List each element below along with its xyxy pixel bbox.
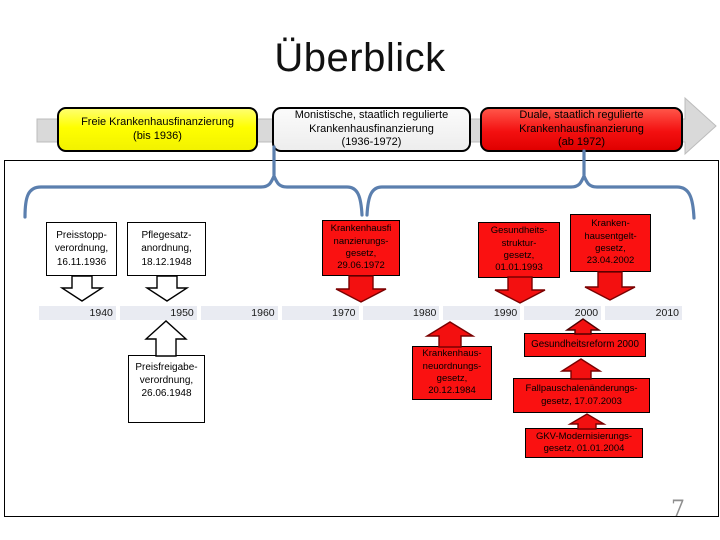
timeline-segment-2000: 2000 <box>524 306 602 320</box>
event-box-krankenhausfinanzierungsgesetz: Krankenhausfi nanzierungs- gesetz, 29.06… <box>322 220 400 276</box>
timeline-segment-1940: 1940 <box>39 306 116 320</box>
phase-box-free-financing: Freie Krankenhausfinanzierung (bis 1936) <box>57 107 258 152</box>
timeline-segment-1980: 1980 <box>362 306 440 320</box>
timeline-segment-1970: 1970 <box>281 306 359 320</box>
event-box-pflegesatzanordnung: Pflegesatz- anordnung, 18.12.1948 <box>127 222 206 276</box>
event-box-fallpauschalenaenderungsgesetz: Fallpauschalenänderungs- gesetz, 17.07.2… <box>513 378 650 413</box>
timeline-segment-1950: 1950 <box>119 306 197 320</box>
event-box-gesundheitsreform-2000: Gesundheitsreform 2000 <box>524 333 646 357</box>
event-box-preisfreigabeverordnung: Preisfreigabe- verordnung, 26.06.1948 <box>128 355 205 423</box>
slide-page-number: 7 <box>671 497 685 522</box>
event-box-krankenhausentgeltgesetz: Kranken- hausentgelt- gesetz, 23.04.2002 <box>570 214 651 272</box>
timeline-segment-2010: 2010 <box>605 306 682 320</box>
event-box-krankenhausneuordnungsgesetz: Krankenhaus- neuordnungs- gesetz, 20.12.… <box>412 346 492 400</box>
page-title: Überblick <box>274 36 446 80</box>
event-box-gkv-modernisierungsgesetz: GKV-Modernisierungs- gesetz, 01.01.2004 <box>525 428 643 458</box>
event-box-preisstoppverordnung: Preisstopp- verordnung, 16.11.1936 <box>46 222 117 276</box>
content-frame <box>4 160 719 517</box>
phase-box-monistic-financing: Monistische, staatlich regulierte Kranke… <box>272 107 471 152</box>
timeline-segment-1960: 1960 <box>200 306 278 320</box>
timeline: 1940 1950 1960 1970 1980 1990 2000 2010 <box>39 306 682 320</box>
timeline-segment-1990: 1990 <box>443 306 521 320</box>
phase-box-dual-financing: Duale, staatlich regulierte Krankenhausf… <box>480 107 683 152</box>
event-box-gesundheitsstrukturgesetz: Gesundheits- struktur- gesetz, 01.01.199… <box>478 222 560 278</box>
